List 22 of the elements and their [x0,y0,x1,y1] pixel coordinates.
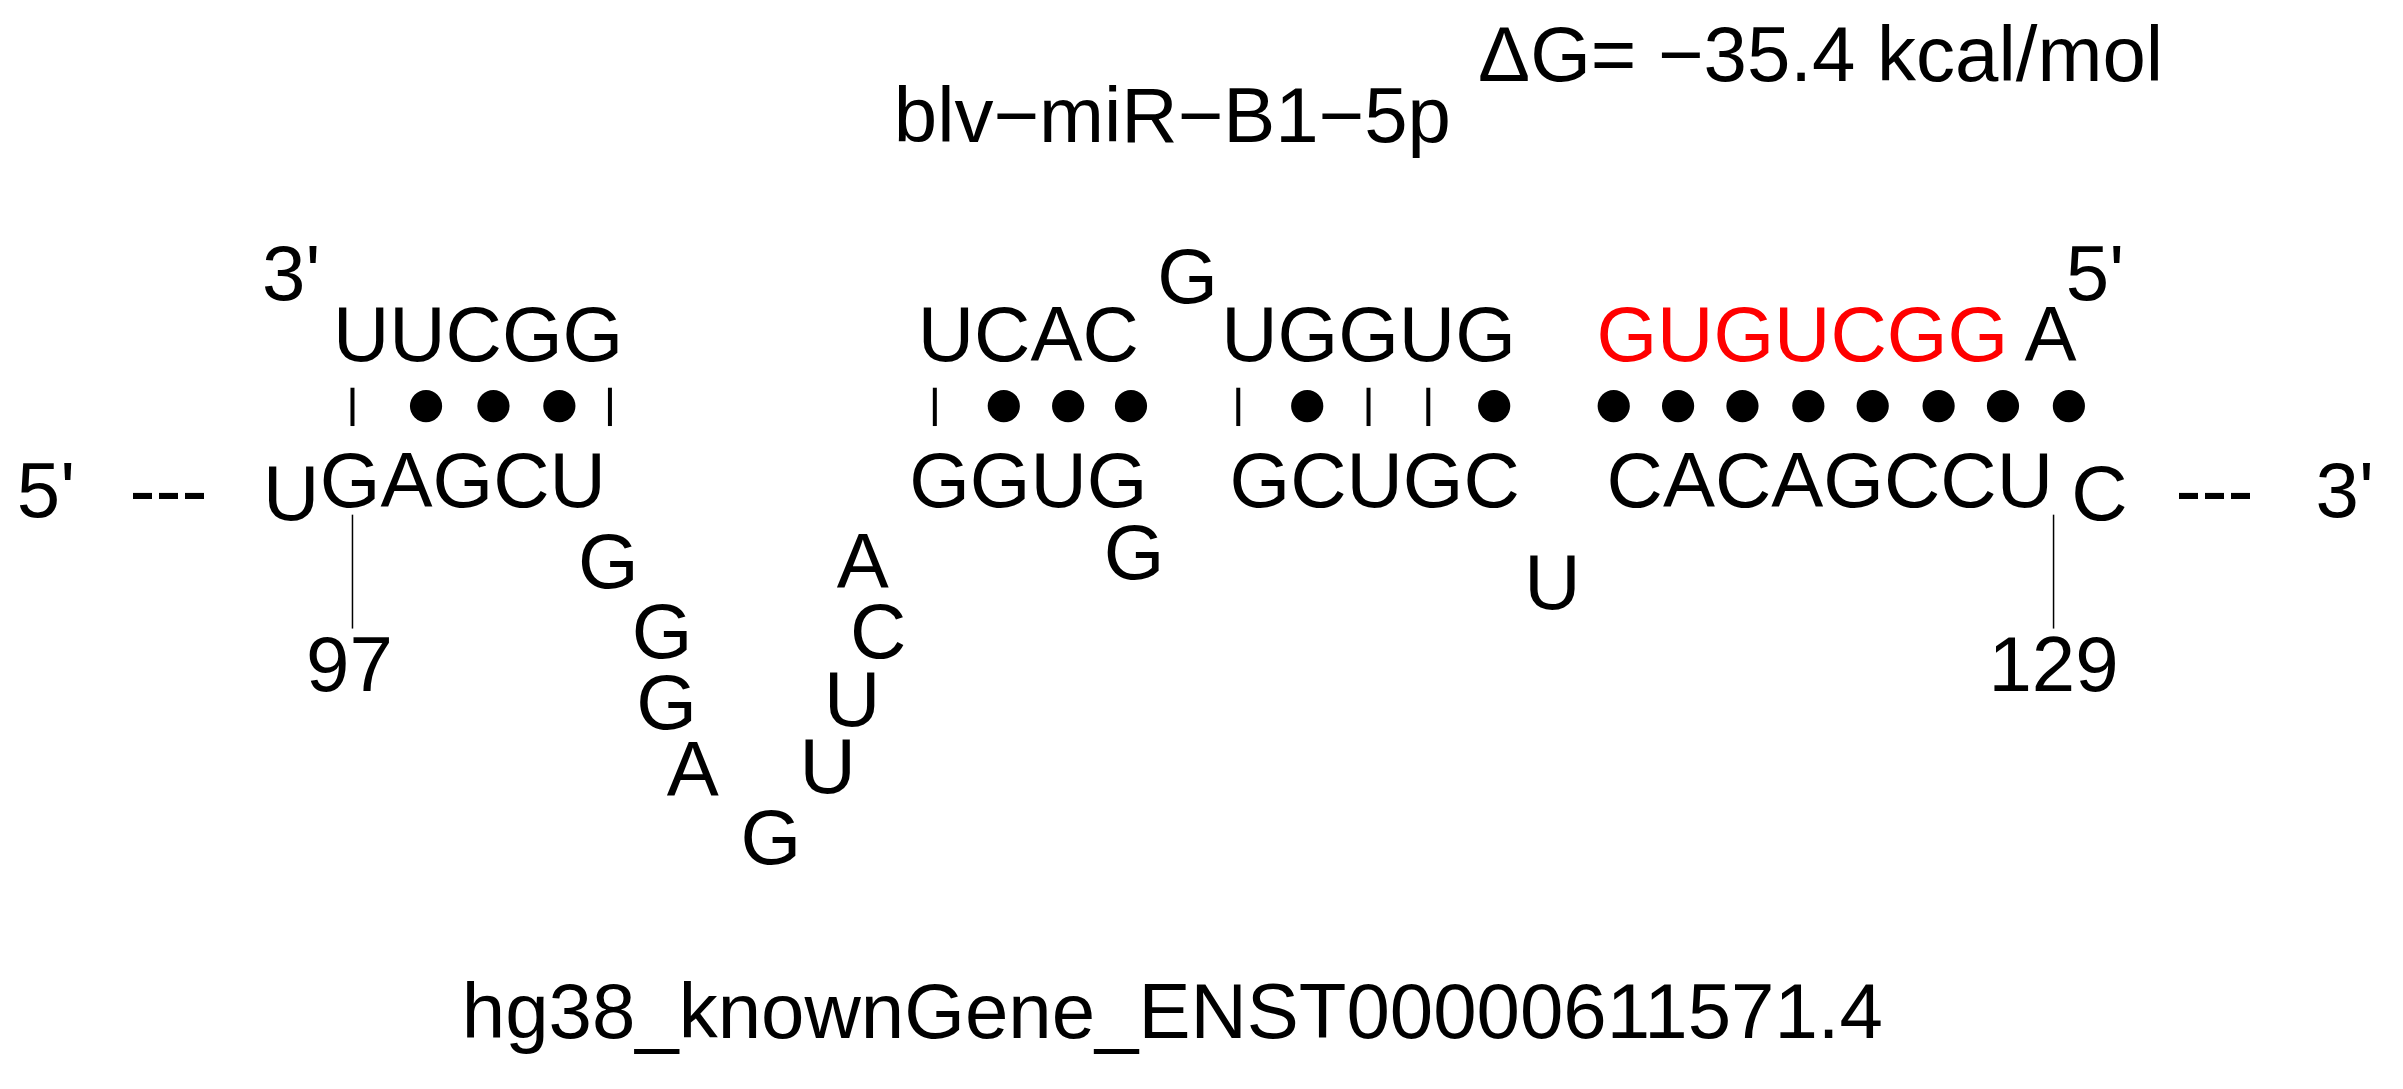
sequence-text: G [1157,236,1218,315]
position-number: 129 [1988,624,2119,703]
sequence-text: U [263,454,320,533]
sequence-text: --- [129,451,208,530]
sequence-text: GCUGC [1229,440,1520,519]
position-number: 97 [306,624,393,703]
sequence-text: 3' [2315,451,2374,530]
annotation-text: ΔG= −35.4 kcal/mol [1478,14,2164,93]
sequence-text: C [2071,454,2128,533]
sequence-text: G [740,797,802,876]
sequence-text: CACAGCCU [1606,440,2053,519]
sequence-text: UGGUG [1221,295,1516,374]
sequence-text: 3' [262,233,321,312]
sequence-text: UCAC [917,295,1139,374]
sequence-text: UUCGG [332,295,624,374]
sequence-text: GUGUCGG [1596,295,2009,374]
sequence-text: --- [2175,451,2254,530]
sequence-text: U [1524,543,1581,622]
leader-line [351,513,354,630]
leader-line [2052,513,2055,630]
sequence-text: GAGCU [319,440,606,519]
sequence-text: 5' [16,451,76,530]
